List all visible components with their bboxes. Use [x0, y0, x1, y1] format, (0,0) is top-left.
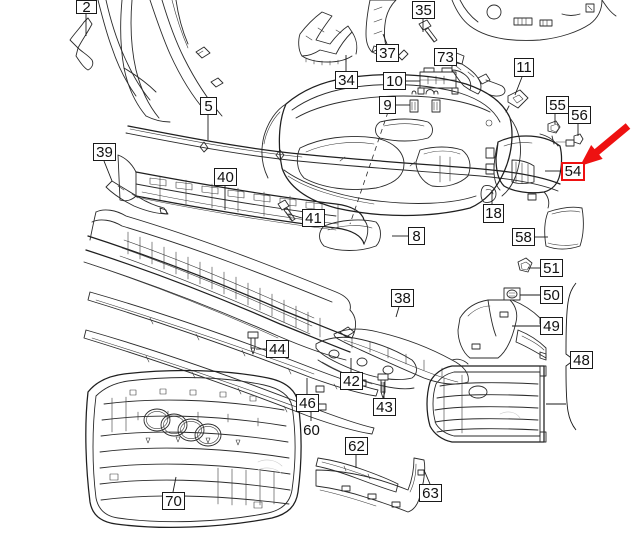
callout-label-text: 40 [217, 168, 234, 186]
callout-62[interactable]: 62 [345, 437, 368, 455]
callout-56[interactable]: 56 [568, 106, 591, 124]
callout-label-text: 9 [383, 96, 392, 114]
callout-label-text: 43 [376, 398, 393, 416]
part-55-nut [547, 120, 561, 145]
callout-18[interactable]: 18 [483, 204, 504, 223]
callout-label-text: 2 [82, 0, 91, 16]
callout-label-text: 10 [386, 72, 403, 90]
callout-label-text: 56 [571, 106, 588, 124]
callout-40[interactable]: 40 [214, 168, 237, 186]
part-48-right-grille-insert [426, 365, 547, 443]
callout-label-text: 62 [348, 437, 365, 455]
callout-label-text: 48 [573, 351, 590, 369]
callout-label-text: 8 [412, 227, 421, 245]
callout-label-text: 58 [515, 228, 532, 246]
callout-58[interactable]: 58 [512, 228, 535, 246]
callout-label-text: 63 [422, 484, 439, 502]
callout-48[interactable]: 48 [570, 351, 593, 369]
part-8-tow-hook-cover [319, 111, 389, 251]
callout-9[interactable]: 9 [379, 96, 396, 114]
part-group-2-fender-rail [69, 0, 171, 123]
callout-41[interactable]: 41 [302, 209, 325, 227]
callout-label-text: 46 [299, 394, 316, 412]
part-35-screw [418, 19, 438, 43]
part-main-bumper-cover [261, 74, 521, 217]
callout-51[interactable]: 51 [540, 259, 563, 277]
audi-rings-emblem [143, 408, 222, 447]
part-group-upper-right-panel [451, 0, 617, 41]
leader-37 [382, 33, 388, 45]
callout-label-text: 11 [516, 59, 532, 76]
part-38-support-rail [333, 326, 469, 385]
part-70-radiator-grille [85, 369, 302, 528]
callout-label-text: 49 [543, 317, 560, 335]
part-49-bracket [457, 299, 547, 361]
callout-54[interactable]: 54 [561, 162, 585, 181]
callout-50[interactable]: 50 [540, 286, 563, 304]
callout-label-text: 39 [96, 143, 113, 161]
part-63-corner-moulding [315, 457, 426, 513]
callout-38[interactable]: 38 [391, 289, 414, 307]
part-50-grommet [503, 287, 521, 301]
leader-38 [395, 306, 400, 318]
callout-5[interactable]: 5 [200, 97, 217, 115]
part-58-cover-plate [544, 206, 584, 250]
part-central-lower-grille-mesh [83, 209, 357, 361]
part-54-right-bumper-bracket [485, 133, 563, 209]
callout-39[interactable]: 39 [93, 143, 116, 161]
callout-label-text: 55 [549, 96, 566, 114]
callout-10[interactable]: 10 [383, 72, 406, 90]
callout-60[interactable]: 60 [300, 421, 323, 439]
callout-label-text: 18 [485, 205, 502, 222]
callout-46[interactable]: 46 [296, 394, 319, 412]
part-41-screw [277, 199, 296, 222]
callout-70[interactable]: 70 [162, 492, 185, 510]
callout-label-text: 35 [415, 1, 432, 19]
callout-49[interactable]: 49 [540, 317, 563, 335]
leader-63 [423, 469, 431, 485]
callout-44[interactable]: 44 [266, 340, 289, 358]
callout-63[interactable]: 63 [419, 484, 442, 502]
callout-label-text: 60 [303, 421, 320, 439]
callout-label-text: 42 [343, 372, 360, 390]
callout-35[interactable]: 35 [412, 1, 435, 19]
callout-34[interactable]: 34 [335, 71, 358, 89]
part-46-60-trim-strips [83, 291, 379, 435]
leader-11 [514, 76, 523, 96]
part-9-clips [409, 89, 441, 113]
callout-label-text: 38 [394, 289, 411, 307]
callout-37[interactable]: 37 [376, 44, 399, 62]
callout-label-text: 34 [338, 71, 355, 89]
callout-label-text: 54 [564, 163, 582, 180]
leader-70 [172, 476, 177, 493]
callout-label-text: 37 [379, 44, 396, 62]
callout-label-text: 51 [543, 259, 560, 277]
callout-label-text: 73 [437, 48, 454, 66]
callout-11[interactable]: 11 [514, 58, 534, 77]
callout-label-text: 41 [305, 209, 322, 227]
leader-39 [103, 160, 113, 182]
callout-label-text: 44 [269, 340, 286, 358]
part-5-upper-rail [125, 125, 561, 192]
callout-73[interactable]: 73 [434, 48, 457, 66]
callout-label-text: 5 [204, 97, 213, 115]
leader-41 [287, 213, 303, 219]
callout-42[interactable]: 42 [340, 372, 363, 390]
callout-label-text: 50 [543, 286, 560, 304]
callout-8[interactable]: 8 [408, 227, 425, 245]
callout-43[interactable]: 43 [373, 398, 396, 416]
part-43-screw [377, 373, 389, 399]
callout-55[interactable]: 55 [546, 96, 569, 114]
part-51-clip [517, 257, 533, 273]
callout-label-text: 70 [165, 492, 182, 510]
part-44-clip [247, 331, 259, 355]
callout-2[interactable]: 2 [76, 0, 97, 16]
